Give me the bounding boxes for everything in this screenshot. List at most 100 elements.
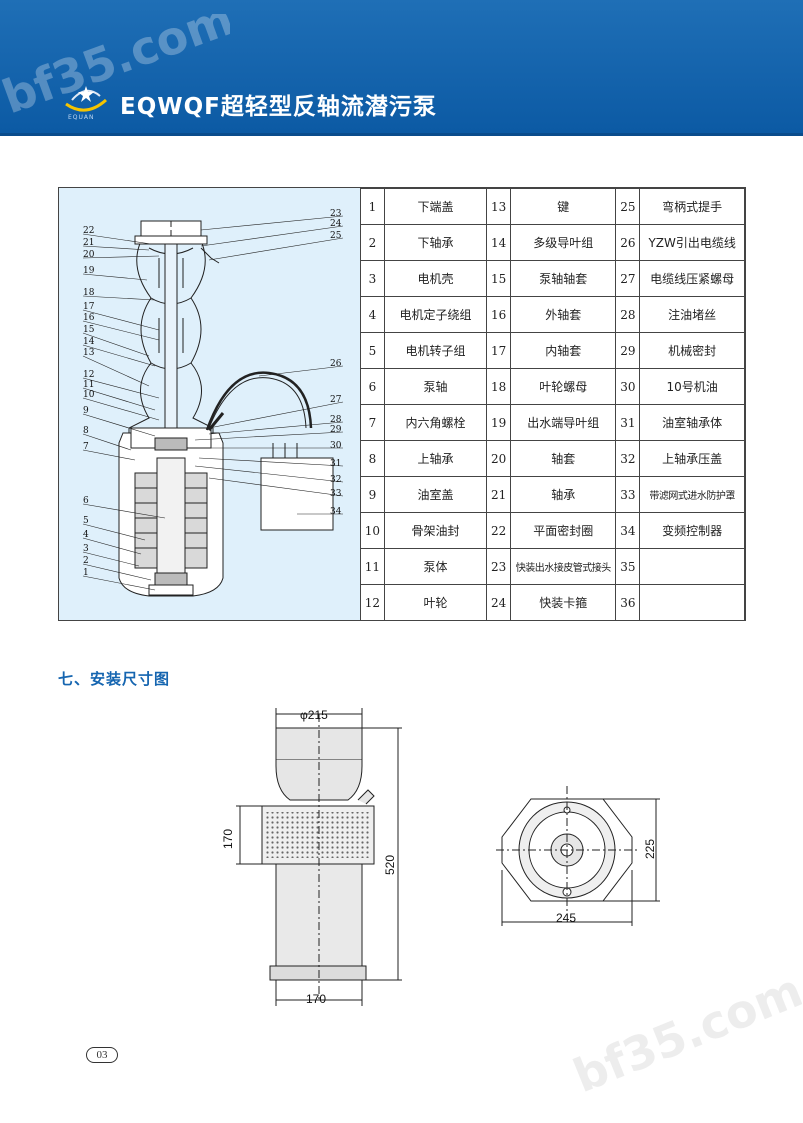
label-3: 3 bbox=[83, 544, 89, 554]
part-number-cell: 36 bbox=[615, 584, 641, 621]
part-number-cell: 14 bbox=[486, 224, 512, 261]
part-number-cell: 31 bbox=[615, 404, 641, 441]
label-23: 23 bbox=[330, 209, 342, 219]
part-number-cell: 25 bbox=[615, 188, 641, 225]
part-number-cell: 7 bbox=[360, 404, 385, 441]
part-name-cell: 下端盖 bbox=[383, 188, 488, 225]
part-name-cell bbox=[639, 548, 745, 585]
label-26: 26 bbox=[330, 359, 342, 369]
part-name-cell: 变频控制器 bbox=[639, 512, 745, 549]
part-number-cell: 26 bbox=[615, 224, 641, 261]
part-number-cell: 4 bbox=[360, 296, 385, 333]
part-name-cell: 泵体 bbox=[383, 548, 488, 585]
label-34: 34 bbox=[330, 507, 342, 517]
label-17: 17 bbox=[83, 302, 95, 312]
dim-side-width: 245 bbox=[556, 911, 577, 925]
part-name-cell: 油室轴承体 bbox=[639, 404, 745, 441]
part-number-cell: 28 bbox=[615, 296, 641, 333]
pump-cross-section: 22 21 20 19 18 17 16 15 14 13 12 11 10 9… bbox=[82, 209, 344, 597]
page-number: 03 bbox=[86, 1047, 118, 1063]
part-name-cell: 平面密封圈 bbox=[510, 512, 617, 549]
structure-section: 22 21 20 19 18 17 16 15 14 13 12 11 10 9… bbox=[58, 187, 746, 621]
label-15: 15 bbox=[83, 325, 95, 335]
part-name-cell: 快装卡箍 bbox=[510, 584, 617, 621]
part-name-cell: 泵轴轴套 bbox=[510, 260, 617, 297]
part-name-cell: 带滤网式进水防护罩 bbox=[639, 476, 745, 513]
label-25: 25 bbox=[330, 231, 342, 241]
part-name-cell: 叶轮 bbox=[383, 584, 488, 621]
right-leader-lines bbox=[189, 215, 344, 515]
label-22: 22 bbox=[83, 226, 94, 236]
header-divider bbox=[0, 133, 803, 136]
part-number-cell: 12 bbox=[360, 584, 385, 621]
part-number-cell: 15 bbox=[486, 260, 512, 297]
label-27: 27 bbox=[330, 395, 342, 405]
part-number-cell: 27 bbox=[615, 260, 641, 297]
label-12: 12 bbox=[83, 370, 94, 380]
right-labels: 23 24 25 26 27 28 29 30 31 32 33 34 bbox=[330, 209, 342, 517]
part-name-cell: 上轴承 bbox=[383, 440, 488, 477]
part-name-cell: 注油堵丝 bbox=[639, 296, 745, 333]
part-name-cell: 外轴套 bbox=[510, 296, 617, 333]
part-number-cell: 3 bbox=[360, 260, 385, 297]
part-name-cell: 轴套 bbox=[510, 440, 617, 477]
part-name-cell: 出水端导叶组 bbox=[510, 404, 617, 441]
logo-icon bbox=[65, 86, 108, 112]
label-24: 24 bbox=[330, 219, 342, 229]
part-number-cell: 18 bbox=[486, 368, 512, 405]
part-number-cell: 13 bbox=[486, 188, 512, 225]
label-33: 33 bbox=[330, 489, 342, 499]
dim-side-height: 225 bbox=[643, 838, 658, 860]
label-18: 18 bbox=[83, 288, 95, 298]
label-20: 20 bbox=[83, 250, 95, 260]
label-16: 16 bbox=[83, 313, 95, 323]
part-name-cell bbox=[639, 584, 745, 621]
label-8: 8 bbox=[83, 426, 89, 436]
part-name-cell: 下轴承 bbox=[383, 224, 488, 261]
label-6: 6 bbox=[83, 496, 89, 506]
label-32: 32 bbox=[330, 475, 341, 485]
part-number-cell: 11 bbox=[360, 548, 385, 585]
logo-text: EQUAN bbox=[68, 114, 95, 121]
part-number-cell: 30 bbox=[615, 368, 641, 405]
label-31: 31 bbox=[330, 459, 341, 469]
part-name-cell: 电机壳 bbox=[383, 260, 488, 297]
part-number-cell: 33 bbox=[615, 476, 641, 513]
label-5: 5 bbox=[83, 516, 89, 526]
label-2: 2 bbox=[83, 556, 89, 566]
part-number-cell: 22 bbox=[486, 512, 512, 549]
label-9: 9 bbox=[83, 406, 89, 416]
label-13: 13 bbox=[83, 348, 95, 358]
intake-mesh bbox=[266, 812, 370, 858]
part-name-cell: 油室盖 bbox=[383, 476, 488, 513]
part-number-cell: 1 bbox=[360, 188, 385, 225]
left-labels: 22 21 20 19 18 17 16 15 14 13 12 11 10 9… bbox=[83, 226, 95, 578]
part-number-cell: 9 bbox=[360, 476, 385, 513]
part-name-cell: 内六角螺栓 bbox=[383, 404, 488, 441]
part-number-cell: 2 bbox=[360, 224, 385, 261]
part-name-cell: 机械密封 bbox=[639, 332, 745, 369]
dim-intake-height: 170 bbox=[221, 828, 236, 850]
label-28: 28 bbox=[330, 415, 342, 425]
part-name-cell: 上轴承压盖 bbox=[639, 440, 745, 477]
dim-base-width: 170 bbox=[306, 992, 327, 1006]
label-4: 4 bbox=[83, 530, 89, 540]
label-11: 11 bbox=[83, 380, 94, 390]
part-number-cell: 20 bbox=[486, 440, 512, 477]
part-number-cell: 16 bbox=[486, 296, 512, 333]
part-name-cell: 内轴套 bbox=[510, 332, 617, 369]
part-name-cell: 多级导叶组 bbox=[510, 224, 617, 261]
label-29: 29 bbox=[330, 425, 342, 435]
